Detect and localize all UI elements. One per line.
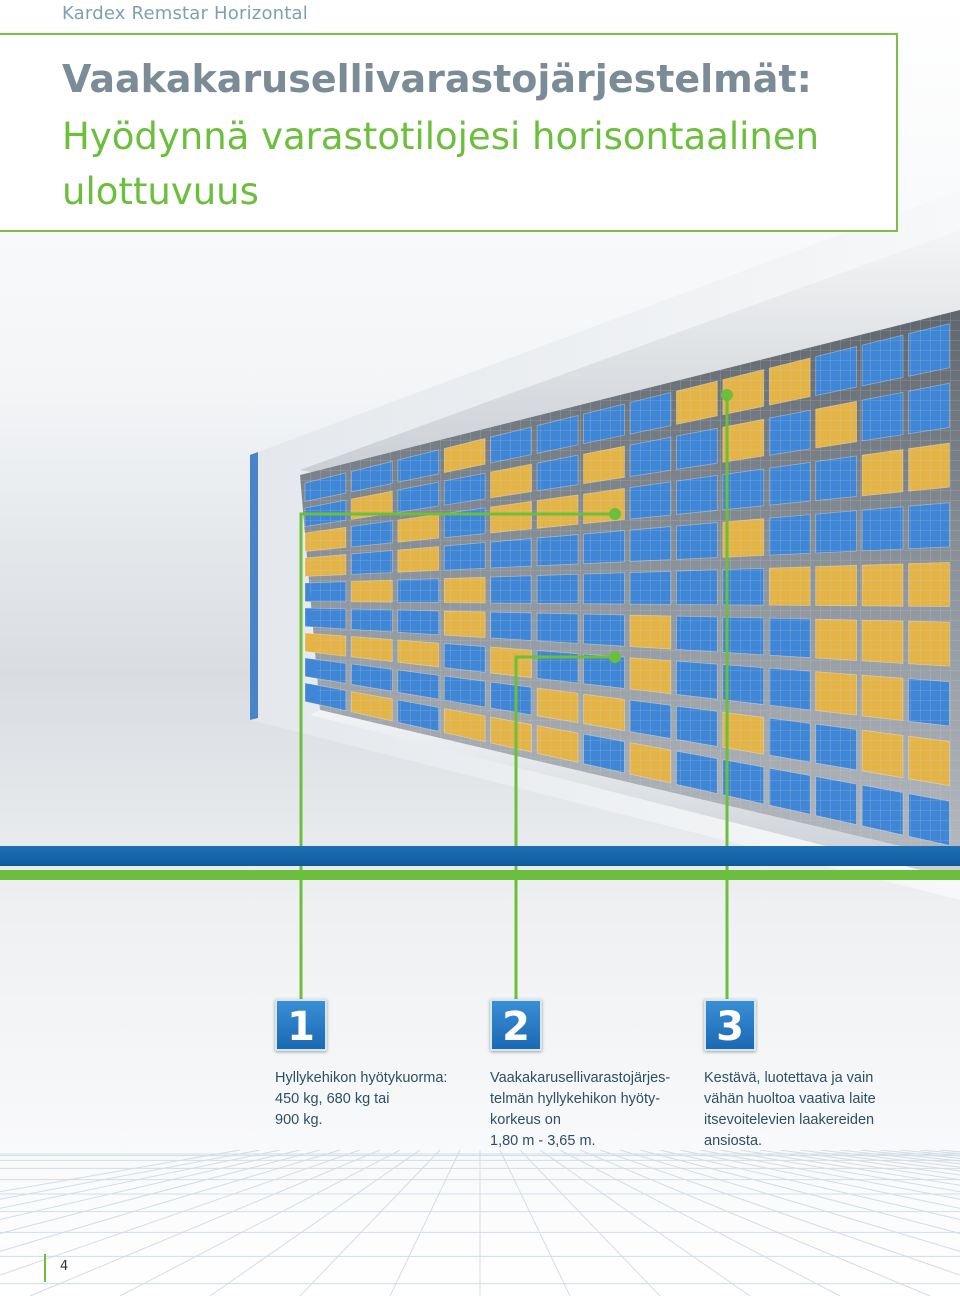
- callout-lines: [299, 880, 729, 1000]
- feature-text-1: Hyllykehikon hyötykuorma: 450 kg, 680 kg…: [275, 1070, 448, 1128]
- page-subtitle-line1: Hyödynnä varastotilojesi horisontaalinen: [62, 115, 820, 158]
- grid-line: [779, 1150, 960, 1176]
- grid-line: [619, 1150, 960, 1252]
- grid-line: [119, 1150, 401, 1296]
- feature-number-3: 3: [704, 999, 756, 1051]
- grid-line: [699, 1150, 960, 1200]
- grid-line: [0, 1150, 341, 1252]
- grid-line: [539, 1150, 751, 1296]
- green-band: [0, 870, 960, 880]
- grid-line: [0, 1150, 241, 1193]
- grid-line: [389, 1150, 461, 1296]
- feature-number-1: 1: [275, 999, 327, 1051]
- page-title: Vaakakarusellivarastojärjestelmät:: [62, 57, 812, 101]
- page-marker: [44, 1254, 46, 1282]
- grid-line: [0, 1150, 261, 1200]
- grid-line: [719, 1150, 960, 1193]
- grid-line: [0, 1150, 361, 1276]
- grid-line: [519, 1150, 661, 1296]
- running-head: Kardex Remstar Horizontal: [62, 3, 308, 24]
- title-frame: Vaakakarusellivarastojärjestelmät: Hyödy…: [0, 33, 898, 232]
- grid-line: [0, 1150, 301, 1221]
- grid-line: [739, 1150, 960, 1186]
- grid-line: [579, 1150, 931, 1296]
- grid-line: [839, 1150, 960, 1165]
- grid-line: [659, 1150, 960, 1221]
- grid-line: [559, 1150, 841, 1296]
- grid-line: [299, 1150, 441, 1296]
- grid-line: [0, 1150, 321, 1234]
- carousel-illustration: [250, 190, 960, 900]
- grid-line: [639, 1150, 960, 1234]
- grid-line: [29, 1150, 381, 1296]
- grid-line: [759, 1150, 960, 1181]
- floor-grid: [0, 1150, 960, 1296]
- grid-line: [679, 1150, 960, 1209]
- grid-line: [0, 1150, 281, 1209]
- grid-line: [499, 1150, 571, 1296]
- feature-text-2: Vaakakarusellivarastojärjes- telmän hyll…: [490, 1070, 671, 1149]
- grid-line: [209, 1150, 421, 1296]
- feature-text-3: Kestävä, luotettava ja vain vähän huolto…: [704, 1070, 876, 1149]
- feature-number-2: 2: [490, 999, 542, 1051]
- page-subtitle-line2: ulottuvuus: [62, 170, 259, 213]
- grid-line: [599, 1150, 960, 1276]
- page-number: 4: [60, 1259, 69, 1274]
- blue-band: [0, 846, 960, 866]
